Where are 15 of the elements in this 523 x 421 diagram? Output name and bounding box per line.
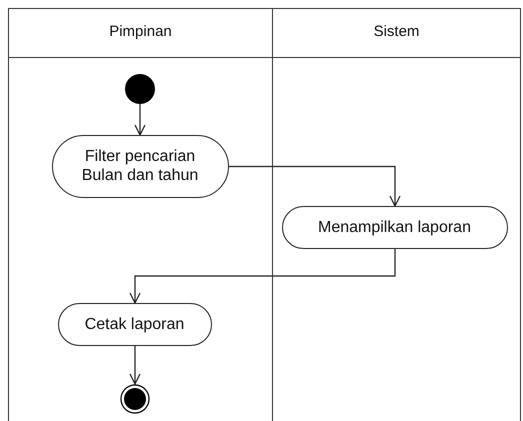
arrow — [129, 346, 141, 385]
swimlane — [8, 8, 272, 421]
arrow — [129, 249, 396, 304]
action-label: Menampilkan laporan — [318, 218, 471, 236]
action-label: Filter pencarian Bulan dan tahun — [80, 147, 200, 185]
final-node — [120, 384, 150, 414]
initial-node — [124, 74, 154, 104]
action-label: Cetak laporan — [84, 314, 184, 334]
lane-title: Sistem — [372, 23, 420, 40]
action-node — [282, 206, 508, 248]
arrow — [229, 166, 401, 207]
swimlane — [272, 8, 521, 421]
lane-title: Pimpinan — [108, 23, 173, 40]
action-node — [58, 302, 212, 346]
arrow — [134, 104, 146, 136]
